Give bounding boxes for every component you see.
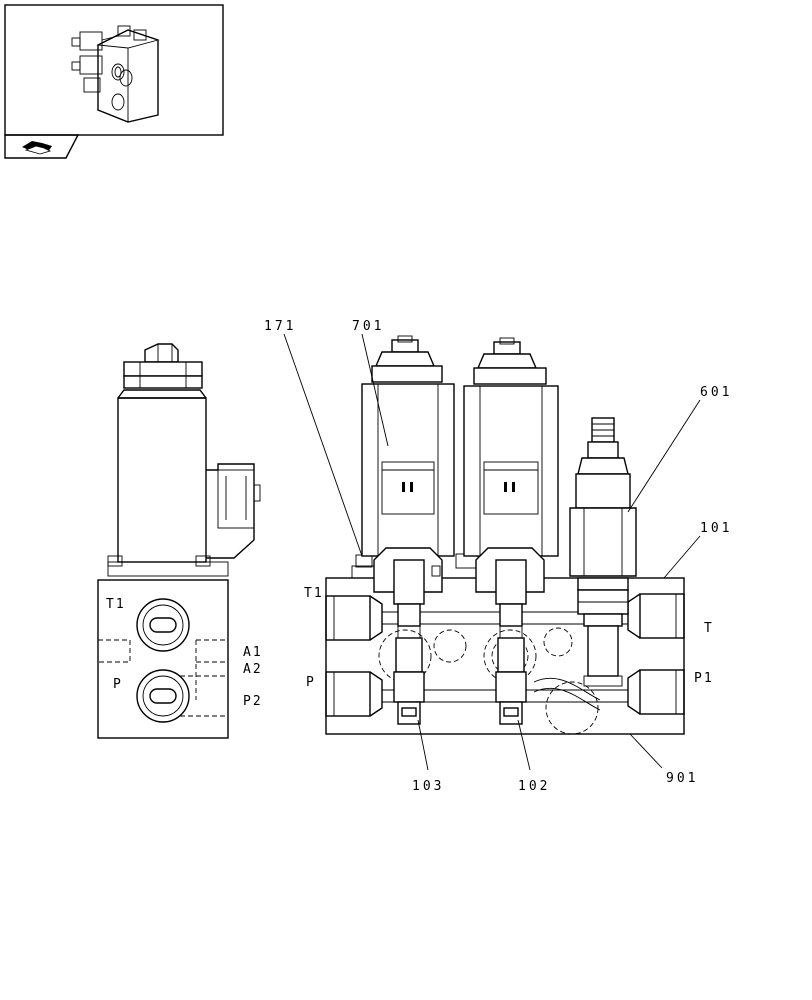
book-navigation-icon[interactable] bbox=[4, 134, 80, 159]
relief-valve-601 bbox=[569, 417, 637, 687]
callout-701[interactable]: 701 bbox=[352, 319, 384, 334]
side-port-a1-label: A1 bbox=[243, 645, 263, 660]
thumbnail-panel[interactable] bbox=[4, 4, 224, 159]
callout-901[interactable]: 901 bbox=[666, 771, 698, 786]
callout-102[interactable]: 102 bbox=[518, 779, 550, 794]
side-port-a2-label: A2 bbox=[243, 662, 263, 677]
solenoid-valve-103 bbox=[361, 335, 455, 725]
callout-101[interactable]: 101 bbox=[700, 521, 732, 536]
valve-block-thumbnail-icon bbox=[71, 25, 160, 123]
leader-lines bbox=[283, 333, 701, 771]
side-port-t1-label: T1 bbox=[106, 597, 126, 612]
front-port-t1-label: T1 bbox=[304, 586, 324, 601]
front-port-p-label: P bbox=[306, 675, 316, 690]
front-port-p1-label: P1 bbox=[694, 671, 714, 686]
solenoid-valve-102 bbox=[463, 337, 559, 725]
callout-601[interactable]: 601 bbox=[700, 385, 732, 400]
front-port-t-label: T bbox=[704, 621, 714, 636]
callout-103[interactable]: 103 bbox=[412, 779, 444, 794]
side-port-p2-label: P2 bbox=[243, 694, 263, 709]
callout-171[interactable]: 171 bbox=[264, 319, 296, 334]
front-view bbox=[325, 335, 685, 735]
side-port-p-label: P bbox=[113, 677, 123, 692]
side-view bbox=[97, 343, 261, 739]
